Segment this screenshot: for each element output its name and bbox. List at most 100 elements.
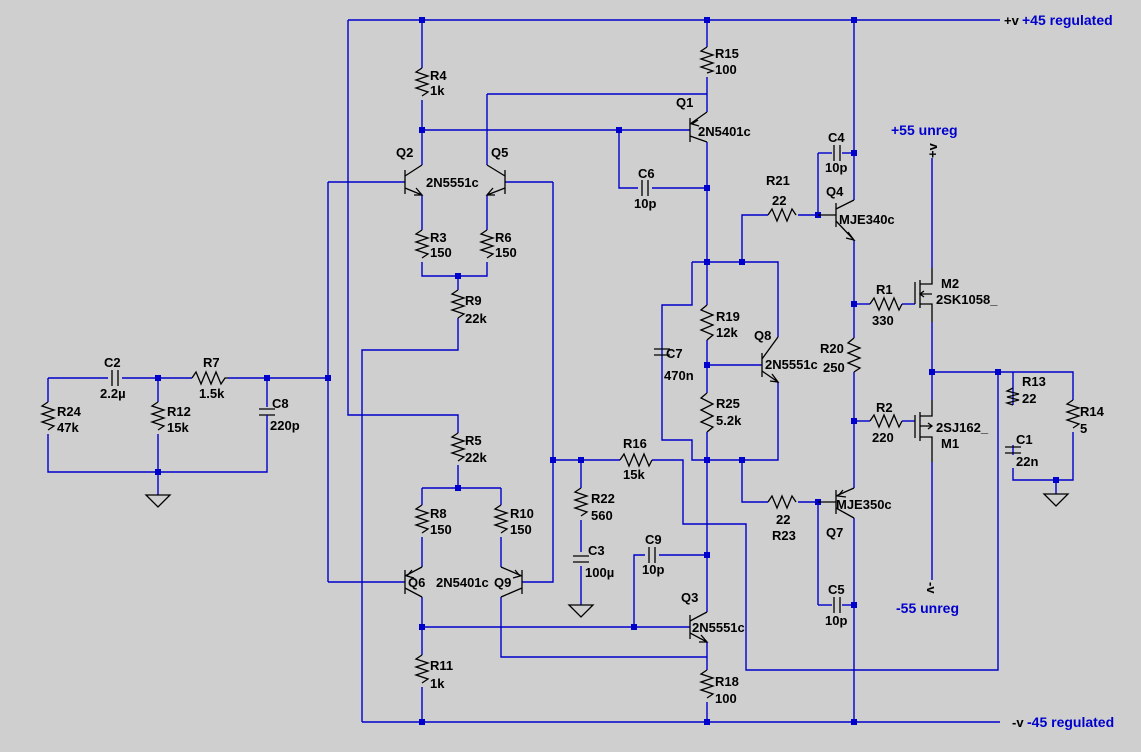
- label-Q1-model: 2N5401c: [698, 124, 751, 139]
- capacitor-C5-symbol: [833, 597, 841, 613]
- label-R7-value: 1.5k: [199, 386, 225, 401]
- label-R25-value: 5.2k: [716, 413, 742, 428]
- label-Q5-ref: Q5: [491, 145, 508, 160]
- label-R13-value: 22: [1022, 391, 1036, 406]
- label-Q7-ref: Q7: [826, 525, 843, 540]
- transistor-Q6-symbol: [404, 566, 423, 598]
- resistor-R25-symbol: [699, 392, 715, 433]
- label-R22-value: 560: [591, 508, 613, 523]
- label-Q7-model: MJE350c: [836, 497, 892, 512]
- label-R22-ref: R22: [591, 491, 615, 506]
- label-R9-value: 22k: [465, 311, 487, 326]
- label-R8-value: 150: [430, 522, 452, 537]
- resistor-symbols: [39, 46, 1082, 699]
- resistor-R10-symbol: [492, 504, 510, 534]
- capacitor-C9-symbol: [648, 547, 656, 563]
- transistor-Q1-symbol: [689, 111, 708, 143]
- transistor-Q3-symbol: [689, 611, 709, 643]
- label-Q1-ref: Q1: [676, 95, 693, 110]
- transistor-Q8-symbol: [761, 336, 780, 383]
- resistor-R1-symbol: [869, 296, 903, 312]
- transistor-Q4-symbol: [818, 199, 856, 242]
- label-R25-ref: R25: [716, 396, 740, 411]
- label-R21-ref: R21: [766, 173, 790, 188]
- label-R14-ref: R14: [1080, 404, 1105, 419]
- label-Q6-ref: Q6: [408, 575, 425, 590]
- label-R6-value: 150: [495, 245, 517, 260]
- label-C9-value: 10p: [642, 562, 664, 577]
- label-Q4-ref: Q4: [826, 184, 844, 199]
- label-R18-value: 100: [715, 691, 737, 706]
- capacitor-C6-symbol: [641, 180, 649, 196]
- label-Q6-model: 2N5401c: [436, 575, 489, 590]
- ground-symbol: [567, 604, 595, 618]
- label-R19-value: 12k: [716, 325, 738, 340]
- resistor-R20-symbol: [846, 337, 862, 373]
- net-vneg-reg-prefix: -v: [1012, 715, 1024, 730]
- capacitor-C4-symbol: [833, 145, 841, 161]
- label-R23-value: 22: [776, 512, 790, 527]
- resistor-R9-symbol: [449, 289, 467, 319]
- label-C9-ref: C9: [645, 532, 662, 547]
- label-R3-value: 150: [430, 245, 452, 260]
- resistor-R8-symbol: [413, 504, 431, 534]
- capacitor-C3-symbol: [573, 555, 589, 563]
- label-R10-value: 150: [510, 522, 532, 537]
- ground-symbol: [144, 494, 172, 508]
- capacitor-labels: C2 2.2µ C8 220p C6 10p C7 470n C3 100µ C…: [100, 130, 1038, 628]
- capacitor-C2-symbol: [111, 370, 119, 386]
- label-R6-ref: R6: [495, 230, 512, 245]
- label-R8-ref: R8: [430, 506, 447, 521]
- net-vpos-short: +v: [925, 142, 940, 158]
- label-Q3-model: 2N5551c: [692, 620, 745, 635]
- resistor-R13-symbol: [1004, 387, 1020, 406]
- label-Q2-ref: Q2: [396, 145, 413, 160]
- label-C2-ref: C2: [104, 355, 121, 370]
- label-Q8-model: 2N5551c: [765, 357, 818, 372]
- label-R4-value: 1k: [430, 83, 445, 98]
- label-C5-value: 10p: [825, 613, 847, 628]
- label-C4-ref: C4: [828, 130, 845, 145]
- label-R12-value: 15k: [167, 420, 189, 435]
- resistor-R14-symbol: [1064, 399, 1082, 429]
- label-R7-ref: R7: [203, 355, 220, 370]
- label-R16-value: 15k: [623, 467, 645, 482]
- label-R1-ref: R1: [876, 282, 893, 297]
- label-C3-ref: C3: [588, 543, 605, 558]
- label-R5-value: 22k: [465, 450, 487, 465]
- label-R15-value: 100: [715, 62, 737, 77]
- resistor-R19-symbol: [699, 304, 715, 341]
- resistor-R4-symbol: [413, 67, 431, 97]
- label-M1-model: 2SJ162_: [936, 420, 989, 435]
- resistor-R18-symbol: [698, 669, 716, 699]
- wires: [47, 19, 1074, 723]
- label-R11-ref: R11: [430, 658, 453, 673]
- label-C6-value: 10p: [634, 196, 656, 211]
- capacitor-symbols: [111, 145, 1021, 613]
- label-M1-ref: M1: [941, 436, 959, 451]
- transistor-Q9-symbol: [500, 566, 523, 598]
- label-C3-value: 100µ: [585, 565, 614, 580]
- label-C1-ref: C1: [1016, 432, 1033, 447]
- label-R19-ref: R19: [716, 309, 740, 324]
- label-R1-value: 330: [872, 313, 894, 328]
- label-C8-value: 220p: [270, 418, 300, 433]
- net-vneg-short: -v: [924, 582, 939, 594]
- net-vneg-unreg: -55 unreg: [896, 600, 959, 616]
- mosfet-M2-symbol: [914, 268, 933, 322]
- label-C7-ref: C7: [666, 346, 683, 361]
- mosfet-M1-symbol: [914, 400, 934, 462]
- label-R20-ref: R20: [820, 341, 844, 356]
- label-C4-value: 10p: [825, 160, 847, 175]
- label-R18-ref: R18: [715, 674, 739, 689]
- label-R21-value: 22: [772, 193, 786, 208]
- label-R24-ref: R24: [57, 404, 82, 419]
- label-C1-value: 22n: [1016, 454, 1038, 469]
- label-Q8-ref: Q8: [754, 328, 771, 343]
- label-M2-model: 2SK1058_: [936, 292, 998, 307]
- resistor-R16-symbol: [619, 452, 653, 468]
- label-R11-value: 1k: [430, 676, 445, 691]
- label-Q4-model: MJE340c: [839, 212, 895, 227]
- resistor-R5-symbol: [449, 432, 467, 462]
